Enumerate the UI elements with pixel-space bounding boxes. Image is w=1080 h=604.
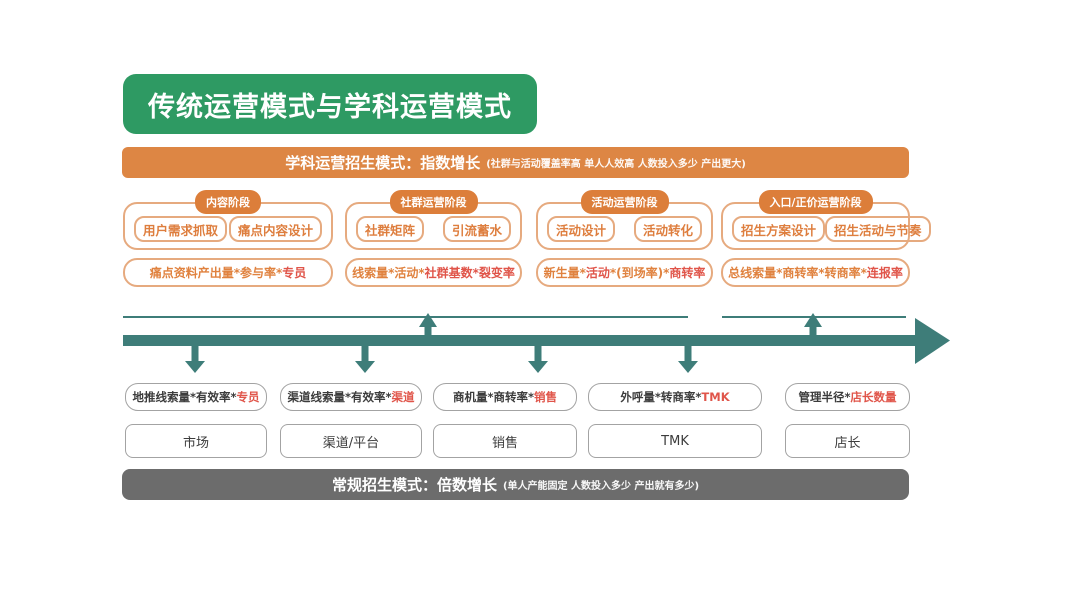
phase-tab: 入口/正价运营阶段 xyxy=(758,190,873,214)
metric-segment: 总线索量*商转率*转商率* xyxy=(728,266,867,280)
down-arrow xyxy=(528,346,548,373)
metric-segment: TMK xyxy=(701,390,730,404)
metric-segment: 渠道 xyxy=(391,390,415,404)
phase-tab: 活动运营阶段 xyxy=(580,190,669,214)
role-box-1: 市场 xyxy=(125,424,267,458)
metric-segment: 连报率 xyxy=(866,266,903,280)
bottom-metric-box-3: 商机量*商转率*销售 xyxy=(433,383,577,411)
role-box-5: 店长 xyxy=(785,424,910,458)
down-arrow xyxy=(355,346,375,373)
timeline-arrowhead xyxy=(915,318,950,364)
phase-metrics: 总线索量*商转率*转商率*连报率 xyxy=(721,258,910,287)
phase-metrics: 线索量*活动*社群基数*裂变率 xyxy=(345,258,522,287)
up-arrow xyxy=(419,313,437,336)
stage-item: 活动转化 xyxy=(633,216,702,242)
role-box-2: 渠道/平台 xyxy=(280,424,422,458)
metric-segment: 新生量* xyxy=(543,266,586,280)
bottom-metric-box-2: 渠道线索量*有效率*渠道 xyxy=(280,383,422,411)
stage-item: 痛点内容设计 xyxy=(228,216,322,242)
stage-item: 社群矩阵 xyxy=(356,216,425,242)
stage-item: 活动设计 xyxy=(547,216,616,242)
phase-column-2: 社群运营阶段社群矩阵引流蓄水线索量*活动*社群基数*裂变率 xyxy=(345,190,522,290)
phase-column-1: 内容阶段用户需求抓取痛点内容设计痛点资料产出量*参与率*专员 xyxy=(123,190,333,290)
phase-column-4: 入口/正价运营阶段招生方案设计招生活动与节奏总线索量*商转率*转商率*连报率 xyxy=(721,190,931,290)
metric-segment: 专员 xyxy=(236,390,260,404)
bottom-banner-title: 常规招生模式：倍数增长 xyxy=(331,476,497,494)
stage-item: 引流蓄水 xyxy=(442,216,511,242)
bottom-metric-box-5: 管理半径*店长数量 xyxy=(785,383,910,411)
metric-segment: 地推线索量*有效率* xyxy=(132,390,237,404)
down-arrow xyxy=(678,346,698,373)
stage-box: 用户需求抓取痛点内容设计 xyxy=(123,202,333,250)
bottom-metric-box-1: 地推线索量*有效率*专员 xyxy=(125,383,267,411)
metric-segment: 商机量*商转率* xyxy=(452,390,535,404)
stage-item: 招生活动与节奏 xyxy=(825,216,931,242)
bottom-banner: 常规招生模式：倍数增长 (单人产能固定 人数投入多少 产出就有多少) xyxy=(122,469,909,500)
metric-segment: 商转率 xyxy=(669,266,706,280)
timeline-arrow xyxy=(123,313,950,373)
timeline-guide-line-left xyxy=(123,316,688,318)
metric-segment: 活动 xyxy=(585,266,610,280)
stage-item: 用户需求抓取 xyxy=(134,216,228,242)
bottom-metric-box-4: 外呼量*转商率*TMK xyxy=(588,383,762,411)
bottom-banner-subtitle: (单人产能固定 人数投入多少 产出就有多少) xyxy=(502,481,700,492)
metric-segment: 销售 xyxy=(534,390,558,404)
phase-column-3: 活动运营阶段活动设计活动转化新生量*活动*(到场率)*商转率 xyxy=(536,190,713,290)
top-banner: 学科运营招生模式：指数增长 (社群与活动覆盖率高 单人人效高 人数投入多少 产出… xyxy=(122,147,909,178)
metric-segment: 专员 xyxy=(282,266,307,280)
metric-segment: 线索量*活动* xyxy=(352,266,425,280)
phase-metrics: 新生量*活动*(到场率)*商转率 xyxy=(536,258,713,287)
phase-metrics: 痛点资料产出量*参与率*专员 xyxy=(123,258,333,287)
top-banner-title: 学科运营招生模式：指数增长 xyxy=(285,154,481,172)
role-box-3: 销售 xyxy=(433,424,577,458)
up-arrow xyxy=(804,313,822,336)
metric-segment: 管理半径* xyxy=(798,390,851,404)
metric-segment: 痛点资料产出量*参与率* xyxy=(149,266,283,280)
page-title: 传统运营模式与学科运营模式 xyxy=(123,74,537,134)
metric-segment: 店长数量 xyxy=(850,390,897,404)
phase-tab: 社群运营阶段 xyxy=(389,190,478,214)
top-banner-subtitle: (社群与活动覆盖率高 单人人效高 人数投入多少 产出更大) xyxy=(486,159,746,170)
metric-segment: 渠道线索量*有效率* xyxy=(287,390,392,404)
timeline-axis xyxy=(123,335,915,346)
metric-segment: *(到场率)* xyxy=(609,266,670,280)
role-box-4: TMK xyxy=(588,424,762,458)
stage-item: 招生方案设计 xyxy=(732,216,826,242)
metric-segment: 社群基数*裂变率 xyxy=(424,266,515,280)
phase-tab: 内容阶段 xyxy=(195,190,261,214)
metric-segment: 外呼量*转商率* xyxy=(620,390,702,404)
down-arrow xyxy=(185,346,205,373)
